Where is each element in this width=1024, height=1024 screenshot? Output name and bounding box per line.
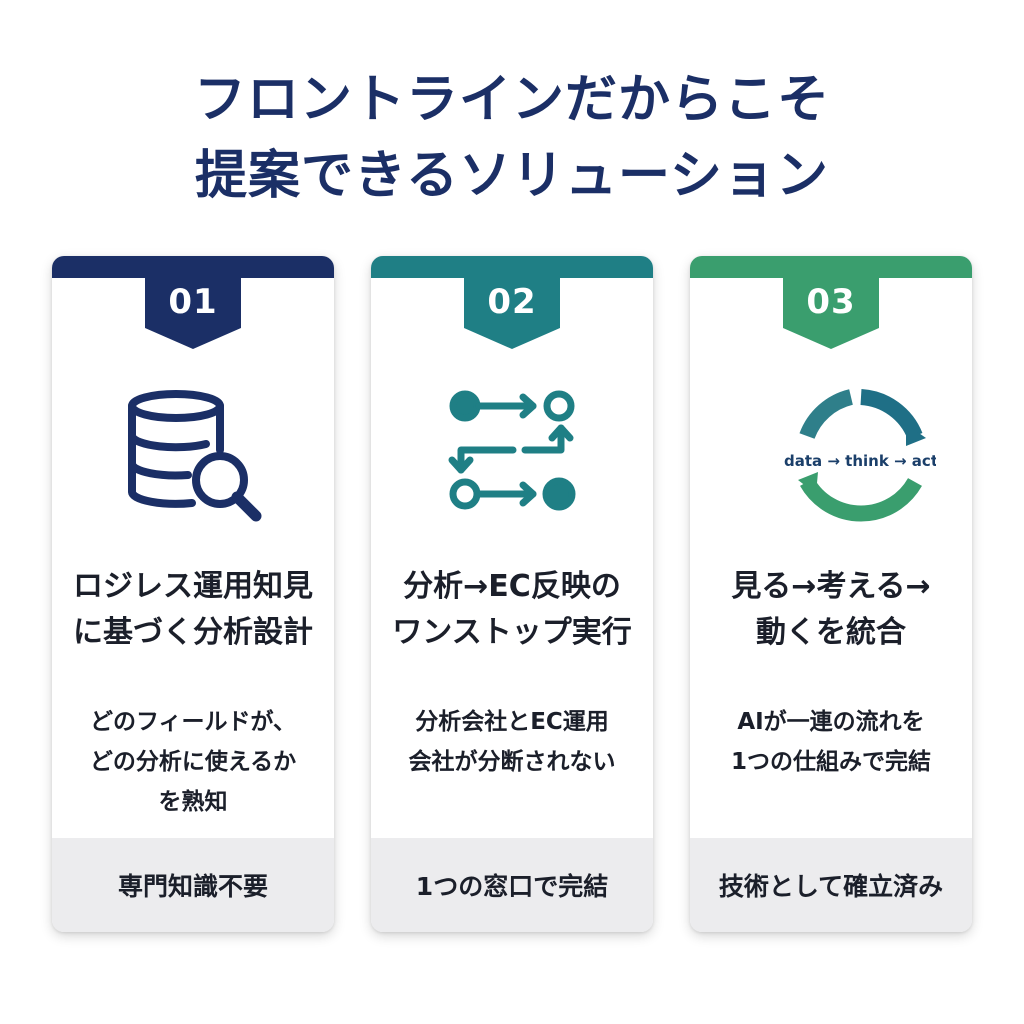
workflow-arrows-icon [448, 390, 576, 511]
card-description: どのフィールドが、 どの分析に使えるか を熟知 [89, 709, 297, 815]
database-search-icon [128, 390, 262, 522]
cycle-icon: data → think → act [784, 389, 936, 522]
card-description: 分析会社とEC運用 会社が分断されない [408, 709, 616, 775]
solution-card-01: 01 ロジレス運用知見 に基づく分析設計 どのフィールドが、 どの分析に使えるか… [52, 256, 334, 932]
page-title: フロントラインだからこそ 提案できるソリューション [0, 62, 1024, 214]
page-title-line-2: 提案できるソリューション [195, 146, 829, 206]
number-badge-shape [145, 276, 241, 349]
card-top-bar [52, 256, 334, 278]
card-footer: 技術として確立済み [690, 838, 972, 932]
card-number: 01 [168, 282, 218, 322]
card-number: 02 [487, 282, 537, 322]
card-heading: 見る→考える→ 動くを統合 [731, 569, 931, 650]
card-footer-text: 専門知識不要 [117, 872, 268, 901]
card-number: 03 [806, 282, 856, 322]
solution-card-03: 03 data → think → act 見る→考える→ 動くを統合 AIが一… [690, 256, 972, 932]
card-footer: 1つの窓口で完結 [371, 838, 653, 932]
card-heading: 分析→EC反映の ワンストップ実行 [392, 569, 632, 650]
number-badge-shape [464, 276, 560, 349]
card-footer-text: 技術として確立済み [718, 872, 944, 901]
page-title-line-1: フロントラインだからこそ [193, 70, 830, 130]
solution-card-02: 02 分析→EC反映の ワンストップ実行 分析会社とEC運用 会社が分断されない… [371, 256, 653, 932]
card-description: AIが一連の流れを 1つの仕組みで完結 [730, 709, 931, 775]
card-top-bar [690, 256, 972, 278]
card-top-bar [371, 256, 653, 278]
number-badge-shape [783, 276, 879, 349]
card-footer-text: 1つの窓口で完結 [415, 872, 609, 901]
card-heading: ロジレス運用知見 に基づく分析設計 [73, 569, 313, 650]
card-footer: 専門知識不要 [52, 838, 334, 932]
cycle-label: data → think → act [784, 452, 936, 470]
